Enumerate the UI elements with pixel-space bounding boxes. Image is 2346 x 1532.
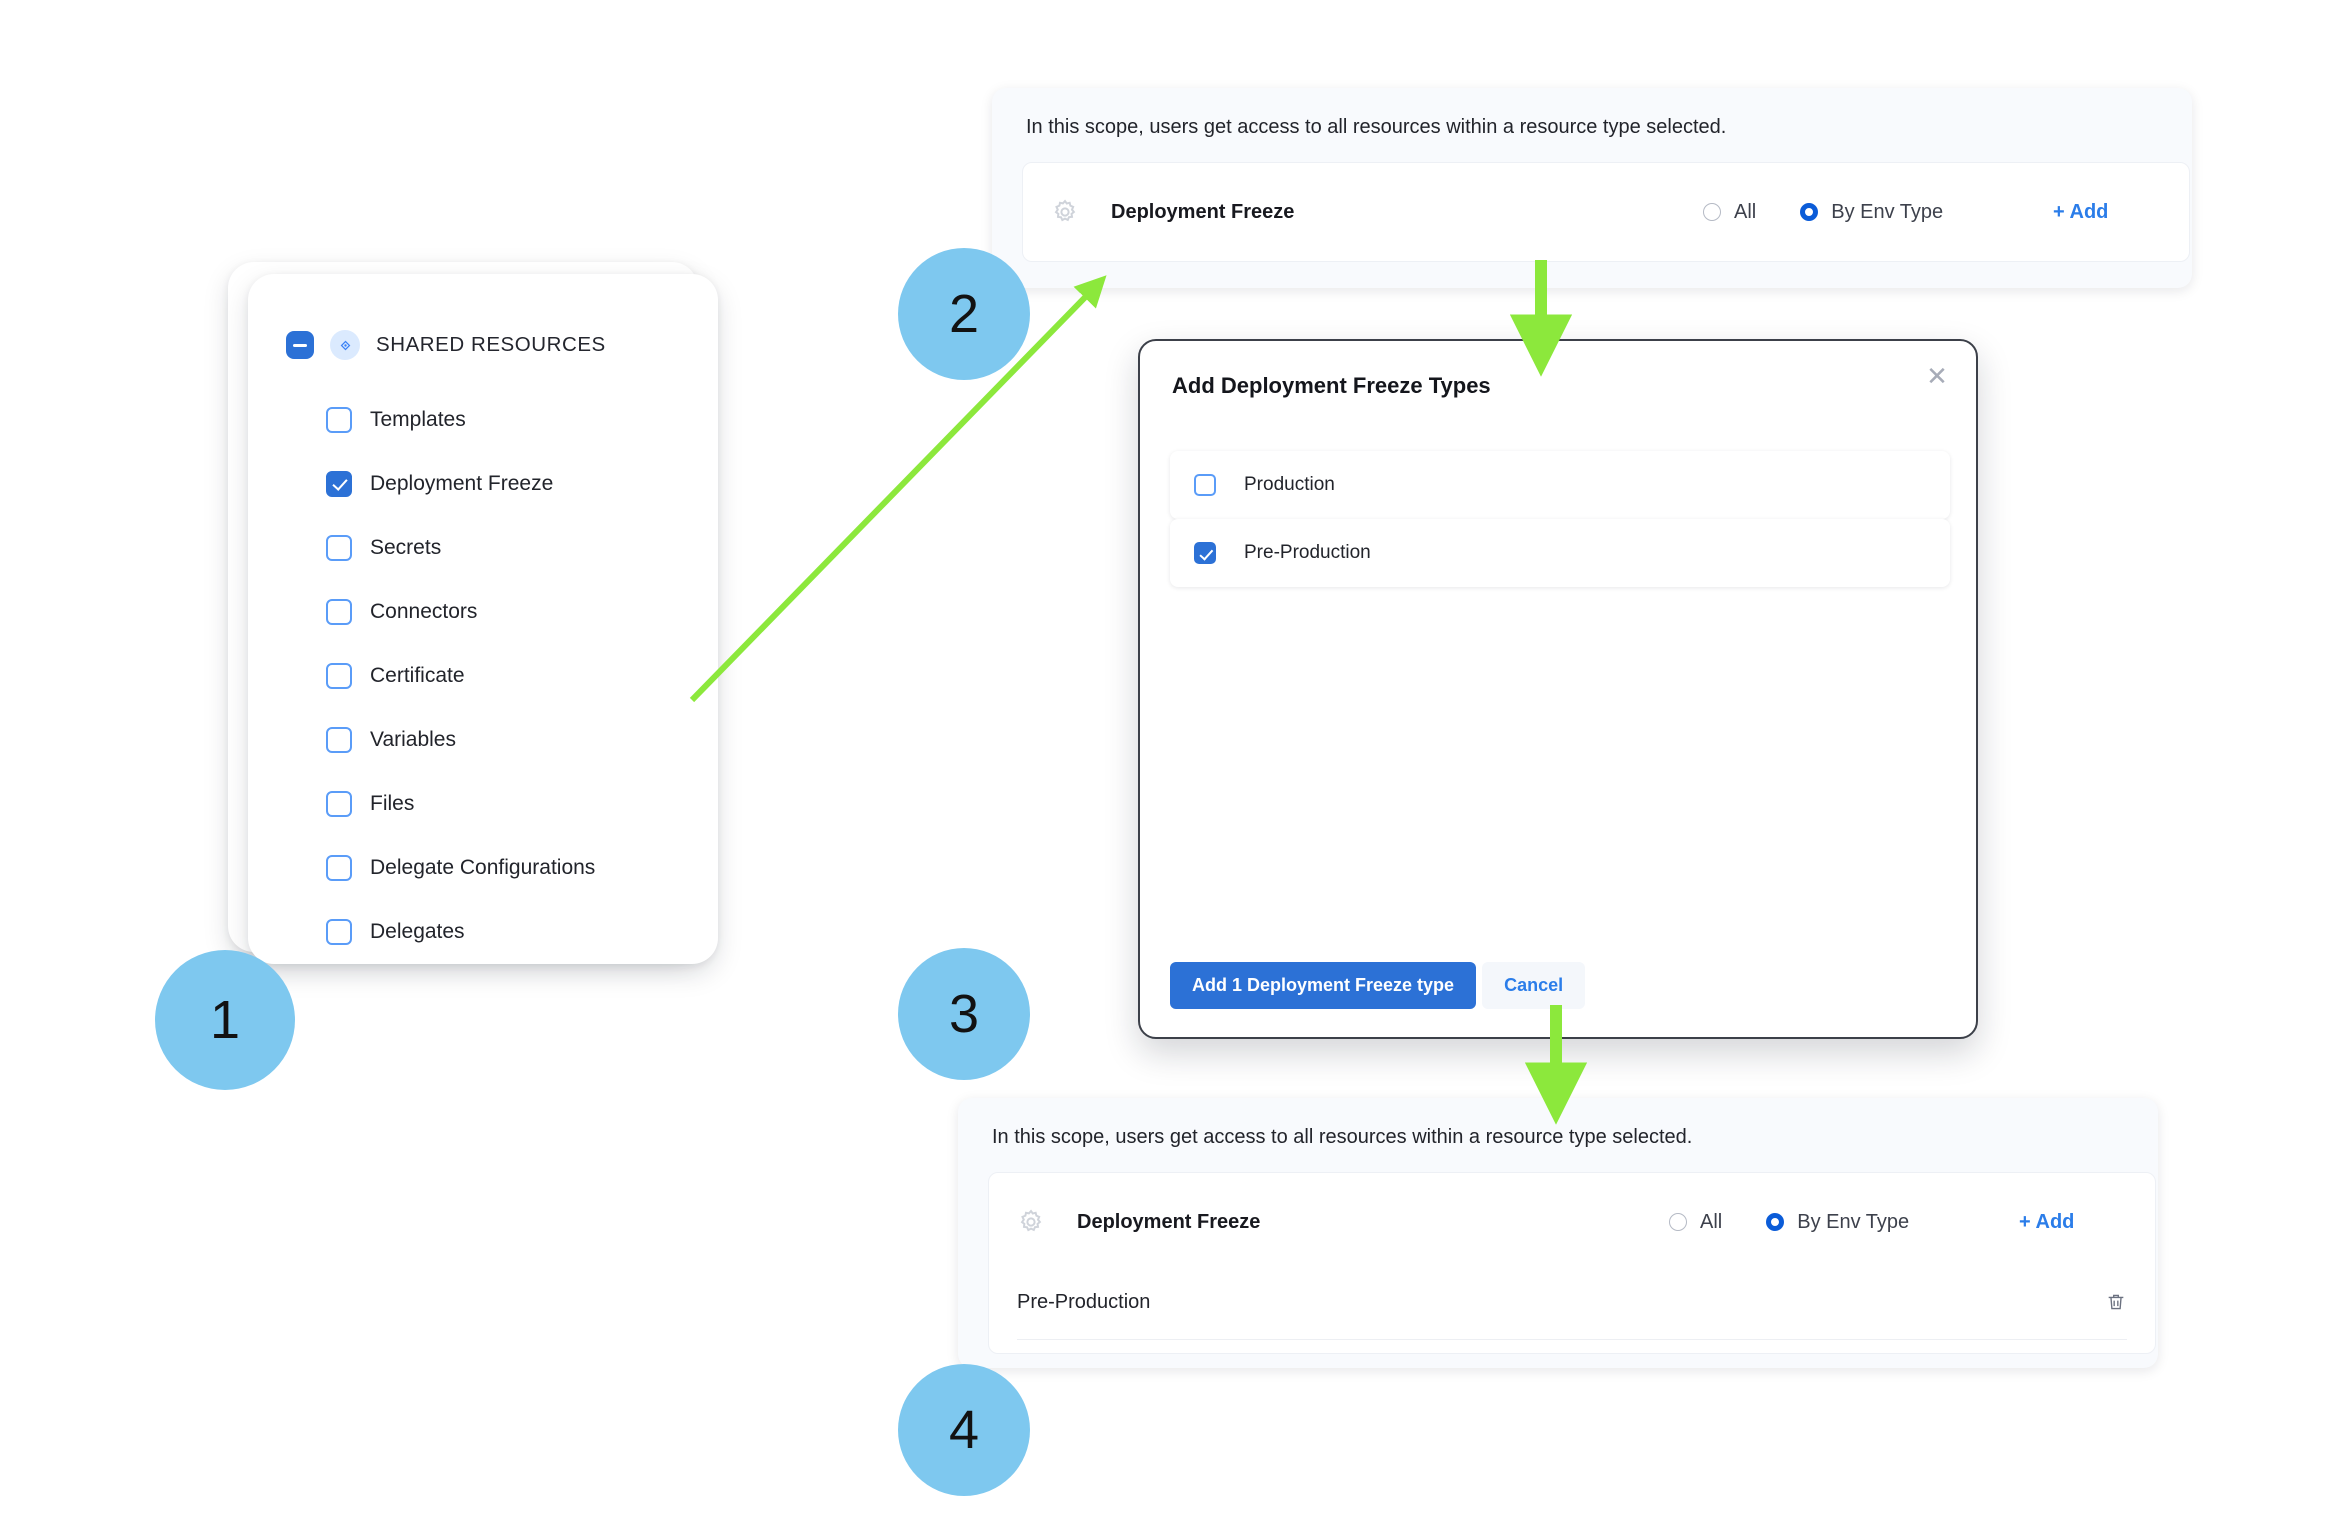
list-item[interactable]: Delegates [326,910,706,953]
cancel-button[interactable]: Cancel [1482,962,1586,1009]
checkbox-production[interactable] [1194,474,1216,496]
checkbox-delegates[interactable] [326,918,352,945]
modal-footer: Add 1 Deployment Freeze type Cancel [1170,962,1586,1009]
add-button[interactable]: + Add [2019,1210,2075,1233]
list-item[interactable]: Templates [326,398,706,441]
radio-dot [1800,203,1819,221]
page-title: SHARED RESOURCES [376,333,606,356]
radio-label: By Env Type [1797,1210,1910,1233]
checkbox-templates[interactable] [326,406,352,433]
scope-description: In this scope, users get access to all r… [1026,116,1727,138]
resource-name: Deployment Freeze [1077,1210,1261,1233]
step-number: 2 [948,284,980,344]
list-item-label: Variables [370,727,456,751]
add-deployment-freeze-types-modal: Add Deployment Freeze Types ✕ Production… [1138,339,1978,1039]
list-item[interactable]: Certificate [326,654,706,697]
scope-radio-group: All By Env Type [1703,201,1943,224]
list-item[interactable]: Files [326,782,706,825]
list-item[interactable]: Pre-Production [1170,519,1950,587]
add-button[interactable]: + Add [2053,200,2109,223]
gear-icon [1051,198,1079,226]
list-item-label: Templates [370,407,466,431]
selected-env-type-label: Pre-Production [1017,1290,1151,1313]
list-item-label: Production [1244,474,1335,495]
scope-radio-group: All By Env Type [1669,1211,1909,1234]
minus-square-icon[interactable] [286,331,314,359]
scope-panel-bottom: In this scope, users get access to all r… [958,1098,2158,1368]
modal-title: Add Deployment Freeze Types [1172,373,1491,398]
radio-by-env-type[interactable]: By Env Type [1800,201,1943,224]
radio-label: All [1700,1210,1723,1233]
checkbox-delegate-configurations[interactable] [326,854,352,881]
table-row: Pre-Production [1017,1265,2127,1340]
radio-dot [1669,1213,1687,1231]
gear-icon [1017,1208,1045,1236]
add-deployment-freeze-type-button[interactable]: Add 1 Deployment Freeze type [1170,962,1477,1009]
checkbox-files[interactable] [326,790,352,817]
list-item-label: Delegates [370,919,465,943]
list-item-label: Certificate [370,663,465,687]
scope-panel-top: In this scope, users get access to all r… [992,88,2192,288]
step-marker-2: 2 [898,248,1030,380]
resource-row: Deployment Freeze All By Env Type + Add [989,1183,2155,1261]
list-item-label: Connectors [370,599,478,623]
scope-description: In this scope, users get access to all r… [992,1126,1693,1148]
step-marker-3: 3 [898,948,1030,1080]
list-item[interactable]: Secrets [326,526,706,569]
resource-row: Deployment Freeze All By Env Type + Add [1023,173,2189,251]
arrow-card-to-scope [689,275,1107,703]
step-number: 4 [948,1400,980,1460]
shared-resources-card: SHARED RESOURCES Templates Deployment Fr… [228,262,718,964]
resource-row-card: Deployment Freeze All By Env Type + Add [1022,162,2190,262]
list-item-label: Delegate Configurations [370,855,596,879]
step-marker-4: 4 [898,1364,1030,1496]
checkbox-certificate[interactable] [326,662,352,689]
list-item[interactable]: Variables [326,718,706,761]
checkbox-connectors[interactable] [326,598,352,625]
step-marker-1: 1 [155,950,295,1090]
radio-label: All [1734,200,1757,223]
list-item-label: Files [370,791,415,815]
radio-all[interactable]: All [1669,1211,1722,1234]
checkbox-variables[interactable] [326,726,352,753]
card-surface: SHARED RESOURCES Templates Deployment Fr… [248,274,718,964]
checkbox-pre-production[interactable] [1194,542,1216,564]
list-item[interactable]: Production [1170,451,1950,519]
step-number: 1 [209,990,241,1050]
diamond-node-icon [330,330,360,360]
close-icon[interactable]: ✕ [1926,361,1948,391]
resource-name: Deployment Freeze [1111,200,1295,223]
resource-row-card: Deployment Freeze All By Env Type + Add … [988,1172,2156,1354]
checkbox-secrets[interactable] [326,534,352,561]
checkbox-deployment-freeze[interactable] [326,470,352,497]
radio-by-env-type[interactable]: By Env Type [1766,1211,1909,1234]
list-item[interactable]: Connectors [326,590,706,633]
list-item[interactable]: Delegate Configurations [326,846,706,889]
list-item-label: Pre-Production [1244,542,1371,563]
trash-icon[interactable] [2105,1291,2127,1313]
resource-type-list: Templates Deployment Freeze Secrets Conn… [326,398,706,964]
list-item-label: Deployment Freeze [370,471,554,495]
radio-all[interactable]: All [1703,201,1756,224]
list-item[interactable]: Deployment Freeze [326,462,706,505]
shared-resources-header: SHARED RESOURCES [286,330,606,360]
list-item-label: Secrets [370,535,442,559]
radio-dot [1766,1213,1785,1231]
step-number: 3 [948,984,980,1044]
radio-dot [1703,203,1721,221]
minus-bar [293,343,307,347]
radio-label: By Env Type [1831,200,1944,223]
